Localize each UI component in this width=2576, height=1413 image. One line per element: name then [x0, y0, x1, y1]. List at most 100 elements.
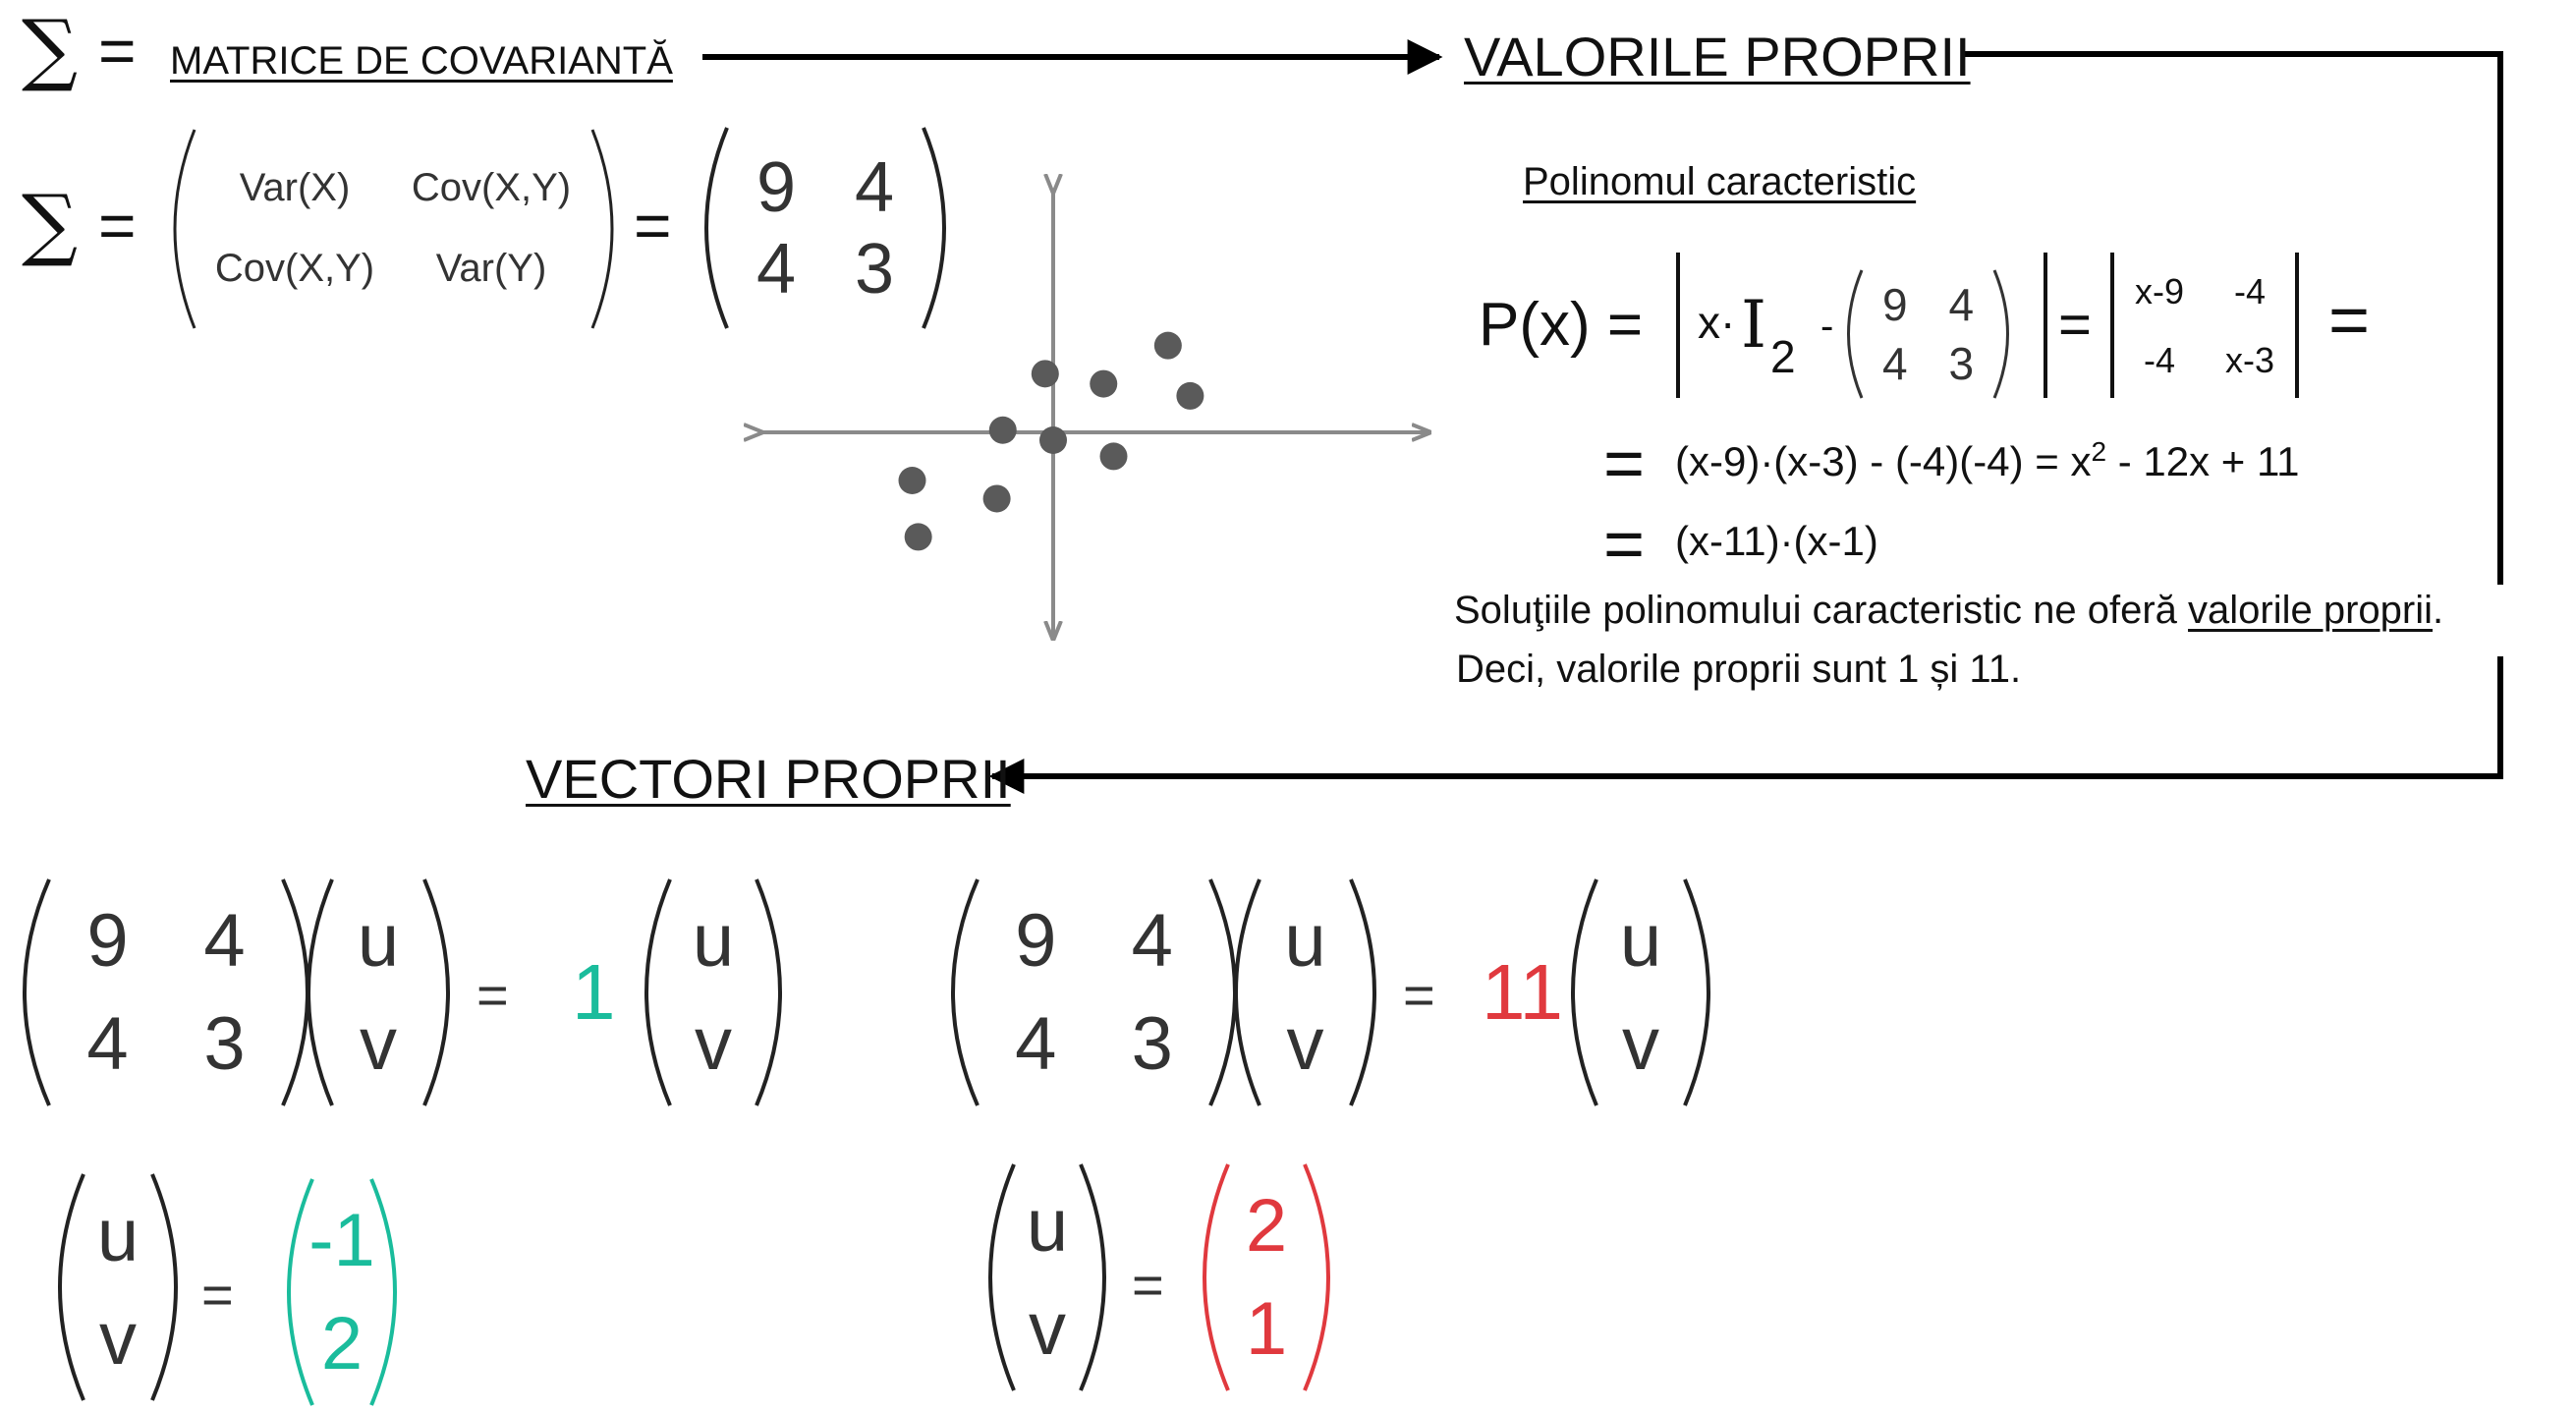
paren-right — [922, 127, 946, 329]
paren-right — [1079, 1163, 1106, 1391]
polynomial-lhs: P(x) = — [1479, 291, 1644, 359]
eigenvalues-link: valorile proprii — [2188, 589, 2434, 632]
matrix-cell: 3 — [1131, 1002, 1173, 1086]
matrix-cell: Cov(X,Y) — [411, 165, 572, 209]
exponent: 2 — [2091, 436, 2107, 467]
matrix-cell: 3 — [203, 1002, 246, 1086]
vector-uv: u v — [1260, 889, 1351, 1096]
matrix-cell: 4 — [1881, 338, 1908, 389]
paren-right — [1683, 878, 1710, 1106]
arrow-to-eigenvectors — [988, 656, 2503, 794]
vector-v: v — [99, 1297, 137, 1381]
scatter-point — [898, 467, 926, 494]
period: . — [2433, 589, 2444, 632]
paren-left — [1234, 878, 1261, 1106]
vector-u: u — [1284, 899, 1326, 983]
eigenvector-1: -1 2 — [295, 1189, 389, 1395]
eigenvectors-title: VECTORI PROPRII — [526, 748, 1011, 810]
matrix-cell: -4 — [2143, 340, 2175, 380]
solution-sentence: Soluţiile polinomului caracteristic ne o… — [1454, 591, 2443, 630]
eigenvector-component: 2 — [1245, 1184, 1288, 1268]
scatter-point — [904, 523, 932, 551]
paren-right — [422, 878, 450, 1106]
vector-v: v — [360, 1002, 397, 1086]
vector-u: u — [357, 899, 400, 983]
solution-text: Soluţiile polinomului caracteristic ne o… — [1454, 589, 2189, 632]
covariance-numeric-matrix: 9 4 4 3 — [727, 147, 924, 310]
paren-right — [1208, 878, 1237, 1106]
minus-sign: - — [1820, 305, 1834, 348]
paren-right — [1349, 878, 1376, 1106]
conclusion-text: Deci, valorile proprii sunt 1 și 11. — [1456, 648, 2022, 691]
factored-line: (x-11)·(x-1) — [1675, 518, 1878, 564]
scalar-x: x· — [1698, 297, 1736, 348]
equals-sign: = — [98, 189, 137, 261]
paren-right — [150, 1173, 178, 1401]
matrix-cell: Cov(X,Y) — [214, 247, 375, 291]
scatter-point — [1099, 442, 1128, 471]
vector-v: v — [1286, 1002, 1324, 1086]
scatter-point — [1176, 381, 1204, 410]
scatter-point — [982, 484, 1011, 513]
paren-right — [281, 878, 309, 1106]
paren-right — [1303, 1163, 1330, 1391]
matrix-cell: 9 — [1881, 279, 1908, 330]
matrix-cell: 9 — [1015, 899, 1057, 983]
matrix-cell: Var(Y) — [435, 247, 547, 291]
matrix-cell: Var(X) — [239, 165, 351, 209]
vector-u: u — [96, 1194, 140, 1277]
covariance-symbolic-matrix: Var(X) Cov(X,Y) Cov(X,Y) Var(Y) — [196, 147, 589, 310]
matrix-cell: 4 — [203, 899, 246, 983]
sigma-symbol: ∑ — [22, 178, 79, 269]
paren-left — [23, 878, 51, 1106]
matrix-cell: 4 — [1015, 1002, 1057, 1086]
paren-right — [369, 1178, 397, 1406]
paren-left — [1847, 269, 1864, 399]
paren-left — [1203, 1163, 1230, 1391]
paren-left — [173, 129, 196, 329]
paren-left — [287, 1178, 314, 1406]
equals-sign: = — [634, 189, 672, 261]
paren-left — [988, 1163, 1016, 1391]
small-covariance-matrix: 9 4 4 3 — [1862, 275, 1994, 393]
paren-left — [1571, 878, 1598, 1106]
paren-left — [704, 127, 729, 329]
matrix-cell: 9 — [86, 899, 129, 983]
covariance-matrix-left: 9 4 4 3 — [49, 889, 283, 1096]
scatter-point — [1031, 360, 1059, 388]
eigenvalue-11: 11 — [1482, 948, 1564, 1036]
matrix-cell: 4 — [1948, 279, 1975, 330]
vector-uv: u v — [1014, 1174, 1081, 1381]
vector-v: v — [1622, 1002, 1659, 1086]
scatter-point — [1153, 331, 1182, 360]
paren-right — [590, 129, 614, 329]
equals-sign: = — [1403, 964, 1435, 1026]
paren-left — [58, 1173, 85, 1401]
equals-sign: = — [476, 964, 509, 1026]
matrix-cell: 3 — [854, 229, 895, 309]
eigenvalue-1: 1 — [572, 948, 616, 1036]
eigenvector-component: -1 — [308, 1199, 375, 1282]
vector-u: u — [692, 899, 735, 983]
eigenvector-component: 1 — [1245, 1287, 1288, 1371]
scatter-point — [1039, 426, 1067, 454]
equals-sign: = — [98, 14, 137, 86]
polynomial-title: Polinomul caracteristic — [1523, 160, 1917, 203]
expansion-start: (x-9)·(x-3) - (-4)(-4) = x — [1675, 438, 2092, 484]
vector-uv: u v — [670, 889, 756, 1096]
paren-right — [1992, 269, 2009, 399]
scatter-point — [988, 416, 1017, 444]
matrix-cell: 4 — [756, 229, 797, 309]
vector-uv: u v — [84, 1184, 152, 1390]
vector-uv: u v — [332, 889, 424, 1096]
vector-v: v — [1029, 1287, 1066, 1371]
identity-matrix: I — [1741, 287, 1767, 363]
scatter-points — [898, 331, 1204, 551]
scatter-point — [1090, 369, 1118, 398]
paren-left — [307, 878, 334, 1106]
matrix-cell: -4 — [2233, 271, 2266, 311]
matrix-cell: 9 — [756, 148, 797, 228]
expansion-end: - 12x + 11 — [2106, 438, 2300, 484]
determinant-matrix: x-9 -4 -4 x-3 — [2114, 257, 2295, 395]
